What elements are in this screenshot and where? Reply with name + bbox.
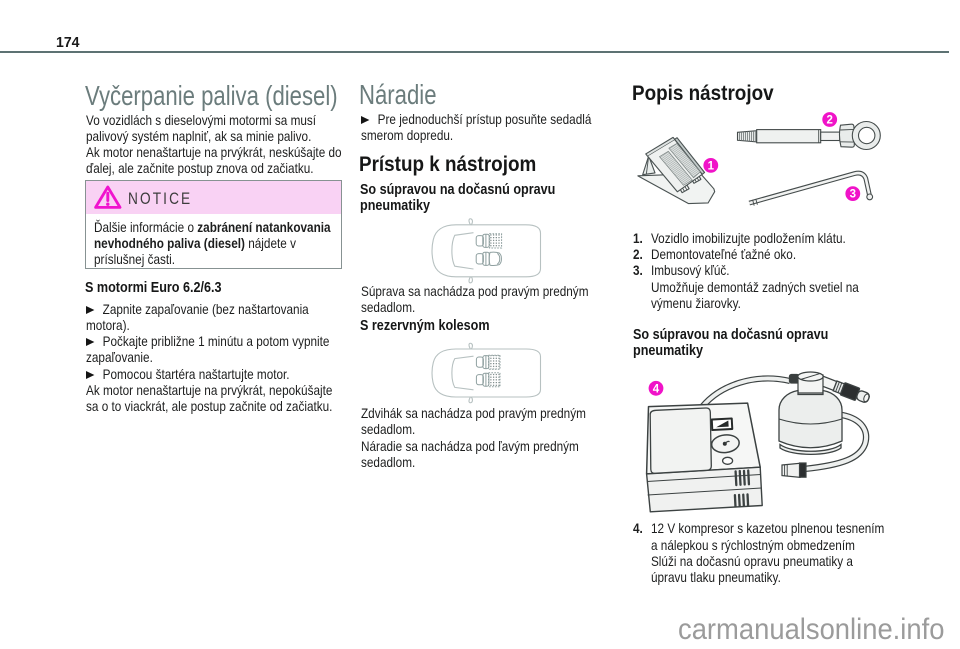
svg-text:1: 1 — [708, 161, 715, 173]
svg-text:4: 4 — [653, 383, 660, 395]
svg-text:3: 3 — [850, 189, 856, 201]
svg-text:2: 2 — [826, 115, 832, 127]
